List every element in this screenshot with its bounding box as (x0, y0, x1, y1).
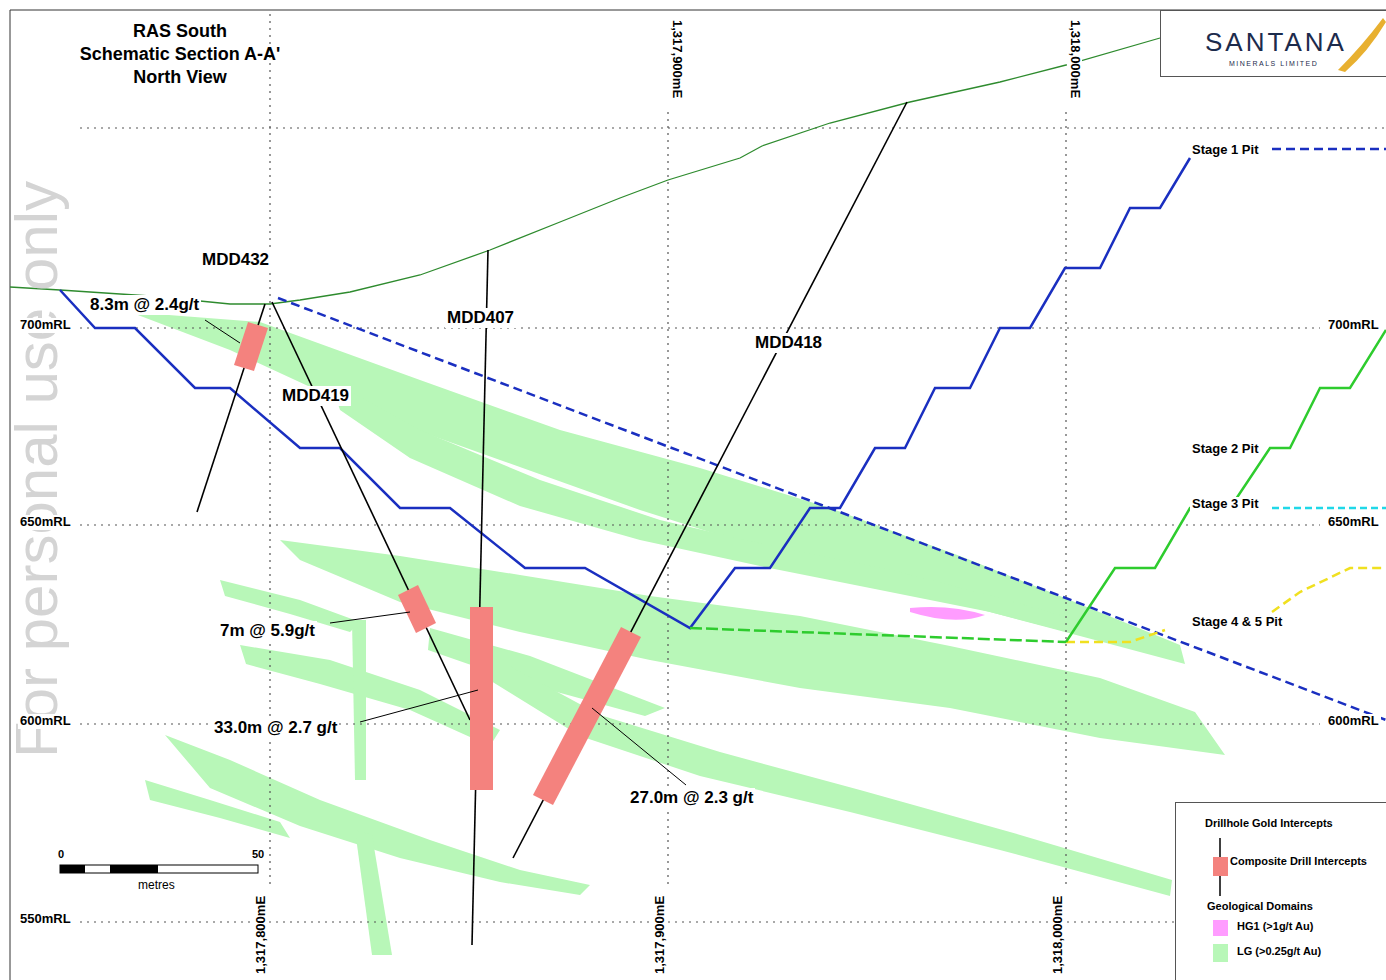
legend-text: HG1 (>1g/t Au) (1237, 920, 1313, 933)
stage3-pit-key (1272, 507, 1386, 510)
stage45-pit-outline (1066, 630, 1165, 642)
rl-label: 700mRL (1326, 318, 1381, 333)
rl-label: 650mRL (18, 515, 73, 530)
rl-label: 600mRL (1326, 714, 1381, 729)
scale-unit: metres (136, 879, 177, 893)
drillhole-name: MDD418 (753, 333, 824, 353)
section-title: RAS South Schematic Section A-A' North V… (60, 20, 300, 89)
rl-label: 550mRL (18, 912, 73, 927)
legend-intercept-sample (1213, 857, 1228, 876)
logo-name: SANTANA (1203, 28, 1349, 58)
scale-value: 50 (250, 848, 266, 861)
rl-label: 650mRL (1326, 515, 1381, 530)
logo-box (1161, 11, 1386, 77)
pit-stage-label: Stage 1 Pit (1190, 143, 1260, 158)
pit-stage-label: Stage 3 Pit (1190, 497, 1260, 512)
pit-stage-label: Stage 4 & 5 Pit (1190, 615, 1284, 630)
stage45-pit-outline (1272, 568, 1386, 612)
watermark: For personal use only (2, 179, 71, 760)
rl-label: 700mRL (18, 318, 73, 333)
easting-label: 1,317,900mE (669, 18, 684, 100)
hg1-domain (910, 607, 985, 620)
rl-label: 600mRL (18, 714, 73, 729)
leader-lines (205, 320, 686, 785)
legend-heading: Drillhole Gold Intercepts (1203, 817, 1335, 830)
logo-subtitle: MINERALS LIMITED (1227, 60, 1320, 68)
drillhole-name: MDD407 (445, 308, 516, 328)
pit-floor-dashed (690, 628, 1066, 642)
legend-heading: Geological Domains (1205, 900, 1315, 913)
easting-label: 1,317,800mE (254, 894, 269, 976)
legend-text: Composite Drill Intercepts (1230, 855, 1367, 868)
pit-stage-label: Stage 2 Pit (1190, 442, 1260, 457)
lg-domain-bands (130, 312, 1225, 955)
intercept-grade: 8.3m @ 2.4g/t (88, 295, 201, 315)
legend-swatch (1213, 944, 1228, 962)
drill-holes (197, 102, 907, 945)
intercept-grade: 7m @ 5.9g/t (218, 621, 317, 641)
grid-lines (80, 14, 1386, 922)
drillhole-name: MDD432 (200, 250, 271, 270)
intercept-grade: 27.0m @ 2.3 g/t (628, 788, 755, 808)
easting-label: 1,317,900mE (653, 894, 668, 976)
easting-label: 1,318,000mE (1051, 894, 1066, 976)
scale-bar (60, 865, 258, 873)
legend-box (1176, 803, 1386, 980)
stage1-pit-key (1272, 148, 1386, 151)
scale-value: 0 (56, 848, 66, 861)
drillhole-name: MDD419 (280, 386, 351, 406)
easting-label: 1,318,000mE (1067, 18, 1082, 100)
legend-text: LG (>0.25g/t Au) (1237, 945, 1321, 958)
legend-swatch (1213, 920, 1228, 936)
intercept-grade: 33.0m @ 2.7 g/t (212, 718, 339, 738)
stage1-pit-outline (60, 158, 1190, 628)
stage2-pit-outline (1066, 330, 1386, 642)
